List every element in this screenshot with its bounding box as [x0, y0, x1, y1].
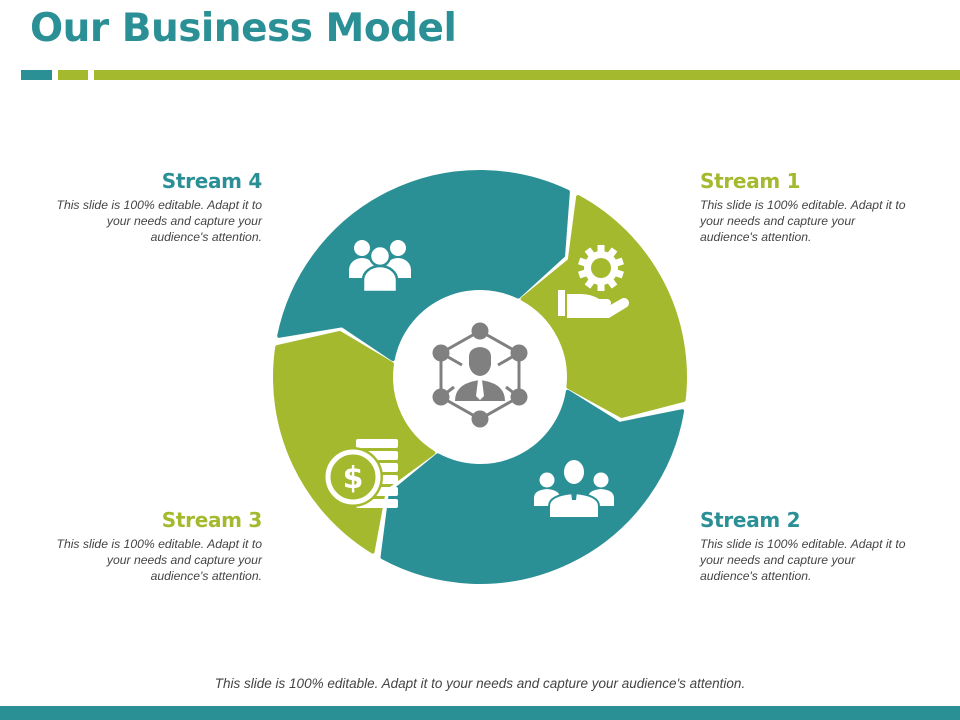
- stream-2-text: Stream 2 This slide is 100% editable. Ad…: [700, 508, 915, 584]
- footer-bar: [0, 706, 960, 720]
- stream-4-description: This slide is 100% editable. Adapt it to…: [56, 198, 263, 244]
- stream-2-title: Stream 2: [700, 508, 801, 532]
- stream-4-title: Stream 4: [161, 169, 263, 193]
- svg-text:$: $: [343, 461, 364, 496]
- network-businessman-icon: [432, 322, 528, 428]
- segment-stream4: [277, 170, 570, 362]
- stream-3-description: This slide is 100% editable. Adapt it to…: [56, 537, 263, 583]
- stream-2-description: This slide is 100% editable. Adapt it to…: [700, 537, 906, 583]
- stream-4-text: Stream 4 This slide is 100% editable. Ad…: [47, 169, 263, 245]
- title-divider-teal: [21, 70, 52, 80]
- stream-1-description: This slide is 100% editable. Adapt it to…: [700, 198, 906, 244]
- segment-stream3: [273, 331, 436, 554]
- group-users-icon: [349, 240, 411, 294]
- footer-note: This slide is 100% editable. Adapt it to…: [214, 676, 746, 691]
- stream-3-text: Stream 3 This slide is 100% editable. Ad…: [47, 508, 263, 584]
- title-divider-green-long: [94, 70, 960, 80]
- hand-gear-icon: [558, 245, 629, 318]
- page-title: Our Business Model: [30, 6, 457, 51]
- stream-1-title: Stream 1: [700, 169, 801, 193]
- segment-stream2: [380, 389, 685, 584]
- stream-3-title: Stream 3: [161, 508, 263, 532]
- dollar-coins-icon: $: [323, 439, 398, 508]
- stream-1-text: Stream 1 This slide is 100% editable. Ad…: [700, 169, 915, 245]
- title-divider-green-short: [58, 70, 88, 80]
- business-team-icon: [534, 458, 614, 519]
